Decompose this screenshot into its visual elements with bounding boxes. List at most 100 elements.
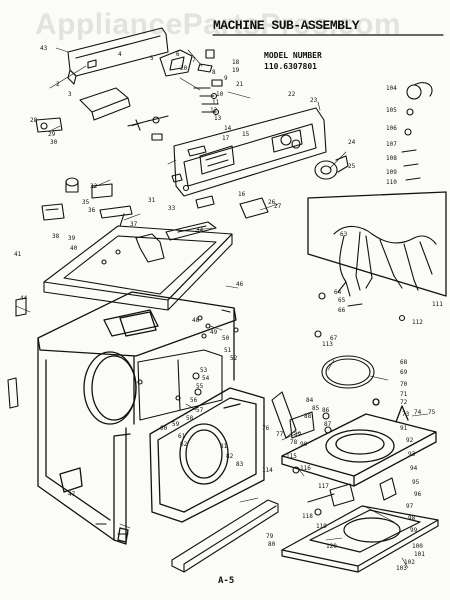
part-callout-56: 56 [190,397,198,404]
part-callout-16: 16 [238,191,246,198]
part-callout-99: 99 [410,527,418,534]
part-callout-86: 86 [322,407,330,414]
console-panel [173,107,327,197]
part-callout-17: 17 [222,135,230,142]
left-side-parts [41,177,133,227]
part-callout-67: 67 [330,335,338,342]
model-number-label: MODEL NUMBER [264,51,322,60]
callout-leaders [15,47,429,569]
part-callout-43: 43 [40,45,48,52]
part-callout-12: 12 [210,107,218,114]
part-callout-22: 22 [288,91,296,98]
part-callout-24: 24 [348,139,356,146]
part-callout-71: 71 [400,391,408,398]
part-callout-106: 106 [386,125,397,132]
part-callout-118: 118 [302,513,313,520]
part-callout-18: 18 [232,59,240,66]
console-hardware [171,145,269,219]
part-callout-92: 92 [406,437,414,444]
left-bracket [7,297,27,409]
part-callout-41: 41 [14,251,22,258]
part-callout-23: 23 [310,97,318,104]
part-callout-85: 85 [312,405,320,412]
base-plate [281,398,437,487]
part-callout-91: 91 [400,425,408,432]
part-callout-40: 40 [70,245,78,252]
wire-harness-inset [307,82,447,338]
part-callout-48: 48 [192,317,200,324]
part-callout-44: 44 [20,295,28,302]
part-callout-37: 37 [130,221,138,228]
part-callout-62: 62 [180,441,188,448]
part-callout-61: 61 [178,433,186,440]
part-callout-111: 111 [432,301,443,308]
part-callout-63: 63 [340,231,348,238]
part-callout-5: 5 [150,55,154,62]
part-callout-101: 101 [414,551,425,558]
bottom-shield [281,505,439,573]
part-callout-74: 74 [414,409,422,416]
part-callout-102: 102 [404,559,415,566]
part-callout-83: 83 [236,461,244,468]
part-callout-35: 35 [82,199,90,206]
part-callout-72: 72 [400,399,408,406]
part-callout-4: 4 [118,51,122,58]
part-callout-66: 66 [338,307,346,314]
part-callout-46: 46 [236,281,244,288]
cabinet-divider [137,349,223,421]
part-callout-58: 58 [186,415,194,422]
part-callout-84: 84 [306,397,314,404]
part-callout-39: 39 [68,235,76,242]
part-callout-80: 80 [268,541,276,548]
part-callout-32: 32 [90,183,98,190]
part-callout-3: 3 [68,91,72,98]
part-callout-76: 76 [262,425,270,432]
part-callout-8: 8 [212,69,216,76]
part-callout-89: 89 [294,431,302,438]
part-callout-120: 120 [326,543,337,550]
part-callout-7: 7 [192,57,196,64]
part-callout-2: 2 [56,81,60,88]
part-callout-6: 6 [176,51,180,58]
part-callout-77: 77 [276,431,284,438]
part-callout-49: 49 [210,329,218,336]
part-callout-59: 59 [172,421,180,428]
part-callout-79: 79 [266,533,274,540]
part-callout-108: 108 [386,155,397,162]
tub-gasket-ring [321,355,375,389]
part-callout-33: 33 [168,205,176,212]
part-callout-19: 19 [232,67,240,74]
part-callout-75: 75 [428,409,436,416]
part-callout-117: 117 [318,483,329,490]
part-callout-104: 104 [386,85,397,92]
part-callout-116: 116 [300,465,311,472]
part-callout-20: 20 [180,65,188,72]
part-callout-11: 11 [212,99,220,106]
part-callout-15: 15 [242,131,250,138]
part-callout-26: 26 [268,199,276,206]
part-callout-88: 88 [304,413,312,420]
part-callout-105: 105 [386,107,397,114]
part-callout-60: 60 [160,425,168,432]
part-callout-113: 113 [322,341,333,348]
part-callout-119: 119 [316,523,327,530]
part-callout-103: 103 [396,565,407,572]
part-callout-87: 87 [324,421,332,428]
part-callout-98: 98 [408,515,416,522]
drain-components [271,391,397,516]
part-callout-97: 97 [406,503,414,510]
part-callout-28: 28 [30,117,38,124]
part-callout-9: 9 [224,75,228,82]
part-callout-53: 53 [200,367,208,374]
part-callout-112: 112 [412,319,423,326]
part-callout-70: 70 [400,381,408,388]
toe-kick-panel [171,499,279,573]
washer-cabinet [37,291,237,545]
part-callout-14: 14 [224,125,232,132]
left-control-hardware [35,87,169,141]
part-callout-81: 81 [220,443,228,450]
part-callout-100: 100 [412,543,423,550]
part-callout-82: 82 [226,453,234,460]
